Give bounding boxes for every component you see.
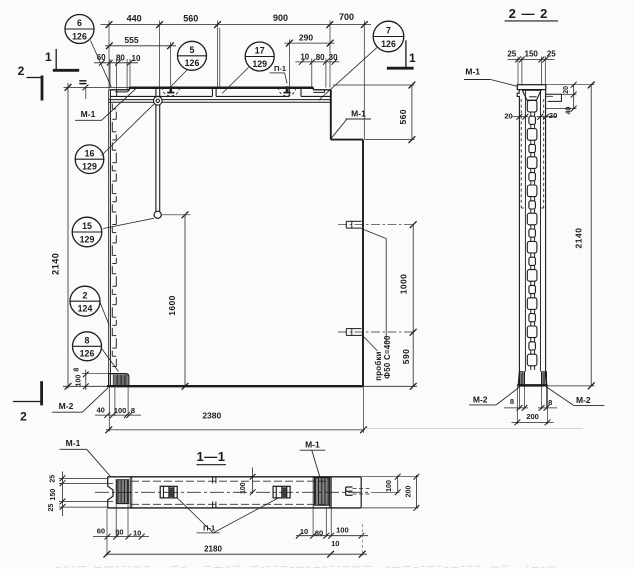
svg-text:440: 440: [127, 14, 142, 24]
svg-text:25: 25: [547, 49, 556, 58]
svg-text:20: 20: [563, 86, 570, 94]
svg-text:60: 60: [97, 527, 105, 536]
svg-text:126: 126: [185, 58, 200, 68]
svg-text:М-2: М-2: [473, 394, 488, 404]
svg-text:2: 2: [83, 290, 88, 300]
svg-text:1000: 1000: [398, 274, 408, 295]
svg-text:П-1: П-1: [274, 64, 286, 73]
svg-text:М-2: М-2: [59, 401, 74, 411]
svg-text:129: 129: [82, 162, 97, 172]
svg-text:5: 5: [190, 45, 195, 55]
svg-text:200: 200: [405, 486, 412, 498]
svg-text:25: 25: [48, 504, 55, 512]
svg-text:8: 8: [510, 397, 514, 406]
svg-text:2140: 2140: [574, 228, 584, 249]
svg-text:200: 200: [526, 412, 539, 421]
svg-text:пробки: пробки: [374, 351, 383, 381]
svg-text:10: 10: [300, 527, 308, 536]
svg-text:2: 2: [20, 409, 27, 423]
svg-text:7: 7: [386, 26, 391, 36]
svg-text:129: 129: [252, 59, 267, 69]
svg-text:290: 290: [299, 33, 313, 43]
svg-text:М-2: М-2: [576, 395, 591, 405]
svg-text:1—1: 1—1: [197, 449, 226, 464]
svg-text:25: 25: [49, 475, 56, 483]
svg-text:М-1: М-1: [351, 109, 366, 119]
svg-text:2 — 2: 2 — 2: [509, 6, 549, 21]
svg-text:М-1: М-1: [81, 109, 96, 119]
svg-text:30: 30: [329, 53, 338, 62]
svg-text:60: 60: [97, 53, 106, 62]
svg-text:560: 560: [398, 109, 408, 124]
svg-text:Ф50 С=400: Ф50 С=400: [383, 335, 392, 379]
svg-text:150: 150: [50, 489, 57, 501]
svg-text:126: 126: [72, 31, 87, 41]
svg-text:100: 100: [386, 480, 393, 492]
svg-text:17: 17: [255, 46, 265, 56]
svg-text:100: 100: [336, 525, 349, 534]
svg-text:124: 124: [78, 304, 93, 314]
svg-text:2140: 2140: [51, 253, 61, 275]
svg-text:М-1: М-1: [66, 438, 81, 448]
svg-text:40: 40: [97, 406, 105, 415]
svg-text:80: 80: [315, 529, 323, 538]
svg-text:2180: 2180: [204, 545, 222, 554]
svg-text:80: 80: [316, 53, 325, 62]
svg-text:8: 8: [85, 336, 90, 346]
svg-text:560: 560: [183, 14, 198, 24]
svg-text:16: 16: [85, 148, 95, 158]
svg-text:80: 80: [116, 54, 125, 63]
svg-text:129: 129: [80, 234, 95, 244]
svg-text:М-1: М-1: [465, 67, 480, 77]
svg-text:1: 1: [409, 51, 416, 65]
svg-text:100: 100: [240, 482, 247, 494]
svg-text:П-1: П-1: [203, 524, 215, 533]
svg-text:590: 590: [401, 349, 411, 364]
svg-text:126: 126: [381, 39, 396, 49]
svg-text:8: 8: [131, 406, 135, 415]
svg-text:700: 700: [339, 12, 354, 22]
svg-text:8: 8: [74, 368, 81, 372]
svg-text:1: 1: [45, 50, 52, 64]
svg-text:10: 10: [132, 54, 141, 63]
svg-text:1600: 1600: [167, 295, 177, 316]
svg-text:6: 6: [77, 18, 82, 28]
svg-text:2380: 2380: [202, 410, 221, 420]
svg-text:555: 555: [124, 35, 138, 45]
svg-text:150: 150: [525, 50, 539, 59]
svg-text:2: 2: [18, 64, 25, 78]
svg-text:900: 900: [273, 13, 288, 23]
svg-text:40: 40: [566, 107, 573, 115]
svg-text:20: 20: [549, 111, 557, 120]
svg-text:8: 8: [548, 398, 552, 407]
svg-text:100: 100: [114, 406, 127, 415]
svg-text:М-1: М-1: [305, 439, 320, 449]
svg-text:10: 10: [133, 529, 141, 538]
svg-text:80: 80: [115, 527, 123, 536]
svg-text:126: 126: [80, 349, 95, 359]
svg-text:10: 10: [300, 52, 309, 61]
svg-text:25: 25: [507, 50, 516, 59]
svg-text:10: 10: [331, 539, 339, 548]
svg-text:15: 15: [82, 221, 92, 231]
svg-text:100: 100: [76, 375, 83, 387]
svg-text:20: 20: [504, 112, 512, 121]
